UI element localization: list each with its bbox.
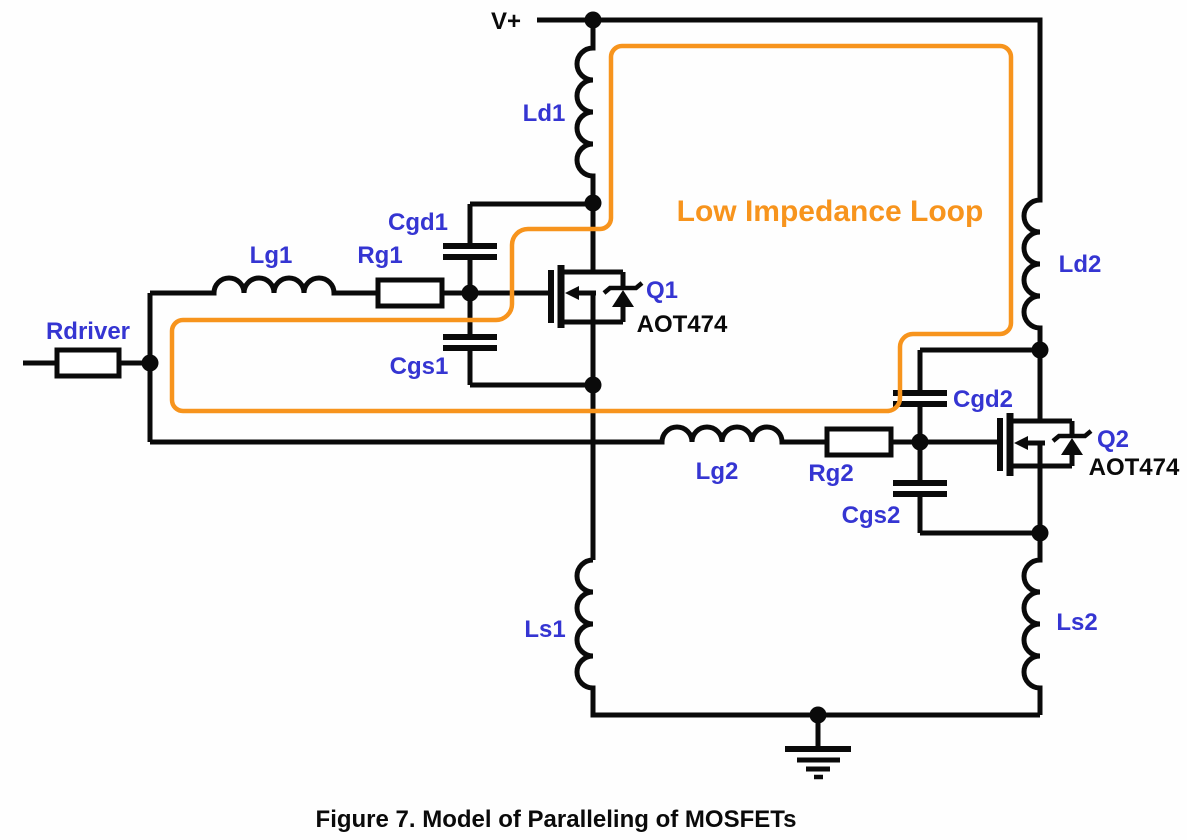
rg2-label: Rg2: [808, 460, 853, 487]
q1-mosfet-symbol: [548, 265, 644, 328]
q2-mosfet-symbol: [997, 413, 1093, 476]
cgs1-label: Cgs1: [390, 353, 449, 380]
q2-body-arrow: [1014, 436, 1028, 450]
q1-part-label: AOT474: [637, 311, 728, 338]
ld2-label: Ld2: [1059, 251, 1102, 278]
wires: [23, 17, 1043, 718]
junction-q1-drain: [584, 194, 602, 212]
q1-label: Q1: [646, 277, 678, 304]
labels: V+ Ld1 Cgd1 Lg1 Rg1 Rdriver Cgs1 Q1 AOT4…: [46, 8, 1180, 833]
junction-q1-source: [584, 376, 602, 394]
ls2-inductor: [1021, 533, 1043, 715]
capacitor-cgd1: [443, 201, 593, 293]
junction-dots: [141, 11, 1049, 724]
junction-q2-gate: [911, 433, 929, 451]
q2-part-label: AOT474: [1089, 454, 1180, 481]
q1-body-diode: [602, 272, 644, 322]
capacitor-cgs2: [893, 442, 1040, 536]
top-rail-and-ld2-inductor: [537, 17, 1043, 350]
supply-label: V+: [491, 8, 521, 35]
lg1-label: Lg1: [250, 242, 293, 269]
junction-q1-gate: [461, 284, 479, 302]
rg1-resistor: [375, 277, 445, 309]
rdriver-label: Rdriver: [46, 318, 130, 345]
ground-symbol: [785, 715, 851, 780]
rg2-resistor: [824, 426, 894, 458]
ld1-label: Ld1: [523, 100, 566, 127]
junction-vplus: [584, 11, 602, 29]
q2-diode-triangle: [1061, 438, 1083, 455]
cgd1-label: Cgd1: [388, 209, 448, 236]
low-impedance-loop-path: [169, 43, 1014, 414]
ls1-inductor-and-bottom-rail: [574, 557, 1040, 718]
junction-driver: [141, 354, 159, 372]
lg2-inductor-line: [150, 424, 827, 445]
cgs2-label: Cgs2: [842, 502, 901, 529]
junction-ground: [809, 706, 827, 724]
ls1-label: Ls1: [524, 616, 565, 643]
q2-label: Q2: [1097, 426, 1129, 453]
q2-diode-cathode-bar: [1051, 429, 1093, 443]
ld1-inductor: [574, 20, 596, 203]
q1-body-arrow: [565, 286, 579, 300]
rdriver-resistor: [54, 347, 122, 379]
rg1-label: Rg1: [357, 242, 402, 269]
lg2-label: Lg2: [696, 458, 739, 485]
lg1-inductor-line: [150, 275, 378, 296]
q1-diode-triangle: [612, 290, 634, 307]
capacitor-cgs1: [443, 293, 593, 388]
q2-body-diode: [1051, 421, 1093, 466]
ls2-label: Ls2: [1056, 609, 1097, 636]
figure-caption: Figure 7. Model of Paralleling of MOSFET…: [316, 806, 797, 833]
junction-q2-drain: [1031, 341, 1049, 359]
loop-label: Low Impedance Loop: [677, 195, 984, 228]
q1-diode-cathode-bar: [602, 281, 644, 295]
junction-q2-source: [1031, 524, 1049, 542]
cgd2-label: Cgd2: [953, 386, 1013, 413]
